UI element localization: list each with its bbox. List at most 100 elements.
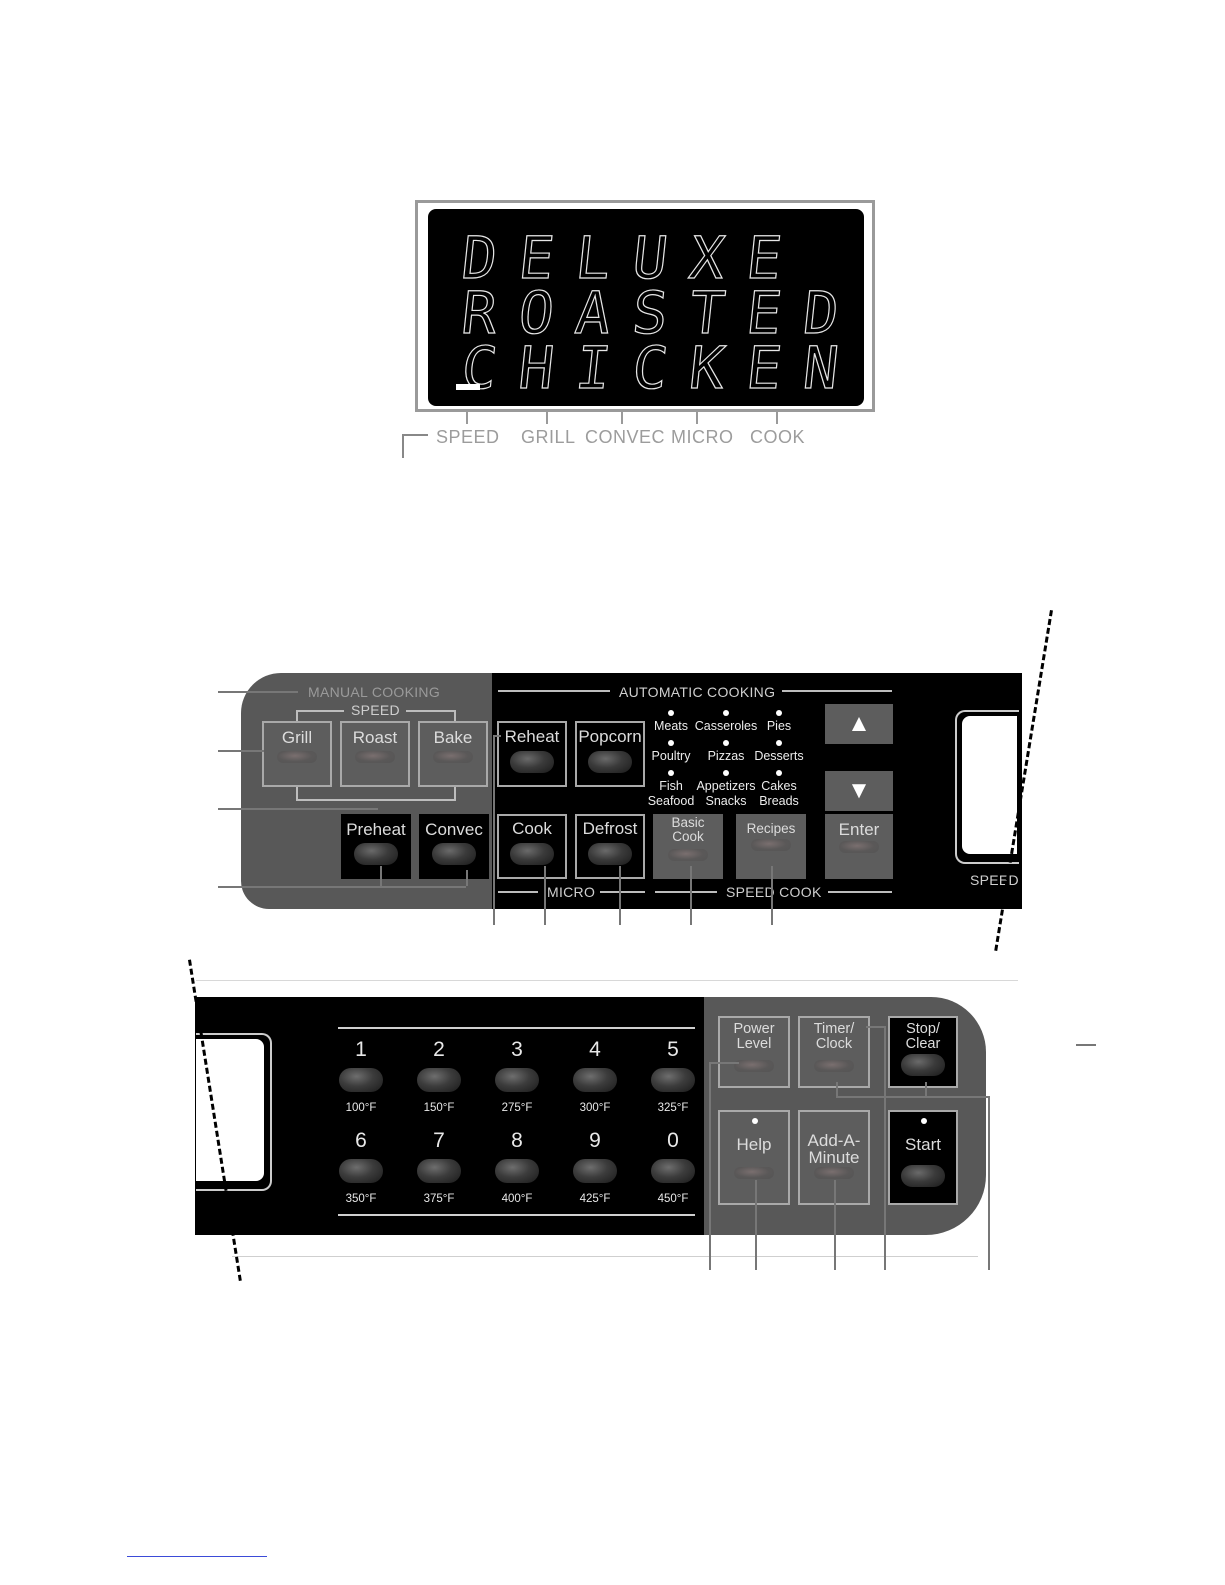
led-icon xyxy=(339,1068,383,1092)
grill-button[interactable]: Grill xyxy=(262,721,332,787)
manual-cooking-label: MANUAL COOKING xyxy=(308,684,441,700)
led-icon xyxy=(510,751,554,773)
recipes-button[interactable]: Recipes xyxy=(736,814,806,879)
callout-line xyxy=(218,750,264,752)
display-tick xyxy=(466,412,468,424)
numpad-top-line xyxy=(338,1027,695,1029)
enter-label: Enter xyxy=(838,820,880,839)
callout-line xyxy=(690,866,692,925)
display-cursor xyxy=(456,384,480,390)
start-button[interactable]: Start xyxy=(888,1110,958,1205)
temp-label: 350°F xyxy=(345,1193,377,1205)
led-icon xyxy=(668,849,708,861)
callout-line xyxy=(380,866,382,886)
indicator-meats: Meats xyxy=(648,710,694,734)
automatic-bracket xyxy=(782,690,892,692)
timer-clock-button[interactable]: Timer/ Clock xyxy=(798,1016,870,1088)
reheat-button[interactable]: Reheat xyxy=(497,721,567,787)
indicator-dot-icon xyxy=(776,770,782,776)
led-icon xyxy=(814,1167,854,1179)
indicator-dot-icon xyxy=(723,740,729,746)
grill-label: Grill xyxy=(281,728,313,747)
number-key-5[interactable]: 5 325°F xyxy=(643,1038,703,1114)
automatic-cooking-label: AUTOMATIC COOKING xyxy=(619,684,776,700)
display-tick xyxy=(546,412,548,424)
callout-line xyxy=(884,1026,886,1270)
stop-clear-label-1: Stop/ xyxy=(906,1021,940,1037)
callout-line xyxy=(218,886,466,888)
led-icon xyxy=(814,1060,854,1072)
led-icon xyxy=(355,751,395,763)
preheat-button[interactable]: Preheat xyxy=(341,814,411,879)
basic-cook-button[interactable]: Basic Cook xyxy=(653,814,723,879)
defrost-button[interactable]: Defrost xyxy=(575,814,645,879)
display-window-outline xyxy=(196,1033,272,1191)
digit-label: 5 xyxy=(667,1038,679,1061)
callout-line xyxy=(493,735,501,737)
popcorn-label: Popcorn xyxy=(578,727,642,746)
indicator-grill: GRILL xyxy=(521,427,576,447)
help-button[interactable]: Help xyxy=(718,1110,790,1205)
callout-line xyxy=(834,1180,836,1270)
bake-button[interactable]: Bake xyxy=(418,721,488,787)
display-window xyxy=(196,1039,264,1181)
display-callout-line xyxy=(402,434,428,436)
callout-line xyxy=(619,866,621,925)
speed-bracket-bottom xyxy=(296,799,456,801)
callout-line xyxy=(988,1096,990,1270)
display-window xyxy=(962,716,1017,854)
down-arrow-button[interactable]: ▼ xyxy=(825,771,893,811)
side-speed-label: SPEED xyxy=(970,872,1019,888)
popcorn-button[interactable]: Popcorn xyxy=(575,721,645,787)
callout-line xyxy=(836,1096,988,1098)
stop-clear-button[interactable]: Stop/ Clear xyxy=(888,1016,958,1088)
temp-label: 450°F xyxy=(657,1193,689,1205)
speed-bracket xyxy=(296,786,298,800)
power-level-button[interactable]: Power Level xyxy=(718,1016,790,1088)
cook-button[interactable]: Cook xyxy=(497,814,567,879)
display-tick xyxy=(776,412,778,424)
temp-label: 425°F xyxy=(579,1193,611,1205)
preheat-label: Preheat xyxy=(346,820,406,839)
led-icon xyxy=(417,1159,461,1183)
start-label: Start xyxy=(905,1135,941,1154)
down-arrow-icon: ▼ xyxy=(847,777,871,804)
roast-label: Roast xyxy=(352,728,398,747)
basic-cook-label-2: Cook xyxy=(672,829,704,844)
temp-label: 275°F xyxy=(501,1102,533,1114)
led-icon xyxy=(432,843,476,865)
defrost-label: Defrost xyxy=(582,819,638,838)
temp-label: 325°F xyxy=(657,1102,689,1114)
convec-button[interactable]: Convec xyxy=(419,814,489,879)
led-icon xyxy=(339,1159,383,1183)
led-icon xyxy=(901,1054,945,1076)
temp-label: 375°F xyxy=(423,1193,455,1205)
timer-clock-label-2: Clock xyxy=(815,1036,853,1052)
up-arrow-button[interactable]: ▲ xyxy=(825,704,893,744)
speed-bracket xyxy=(454,710,456,722)
numpad-bottom-line xyxy=(338,1214,695,1216)
indicator-speed: SPEED xyxy=(436,427,500,447)
temp-label: 100°F xyxy=(345,1102,377,1114)
speed-bracket xyxy=(296,710,344,712)
led-icon xyxy=(651,1068,695,1092)
roast-button[interactable]: Roast xyxy=(340,721,410,787)
enter-button[interactable]: Enter xyxy=(825,814,893,879)
indicator-pizzas: Pizzas xyxy=(692,740,760,764)
led-icon xyxy=(495,1068,539,1092)
stop-clear-label-2: Clear xyxy=(905,1036,941,1052)
micro-bracket xyxy=(498,891,538,893)
speed-bracket xyxy=(454,786,456,800)
indicator-pies: Pies xyxy=(756,710,802,734)
